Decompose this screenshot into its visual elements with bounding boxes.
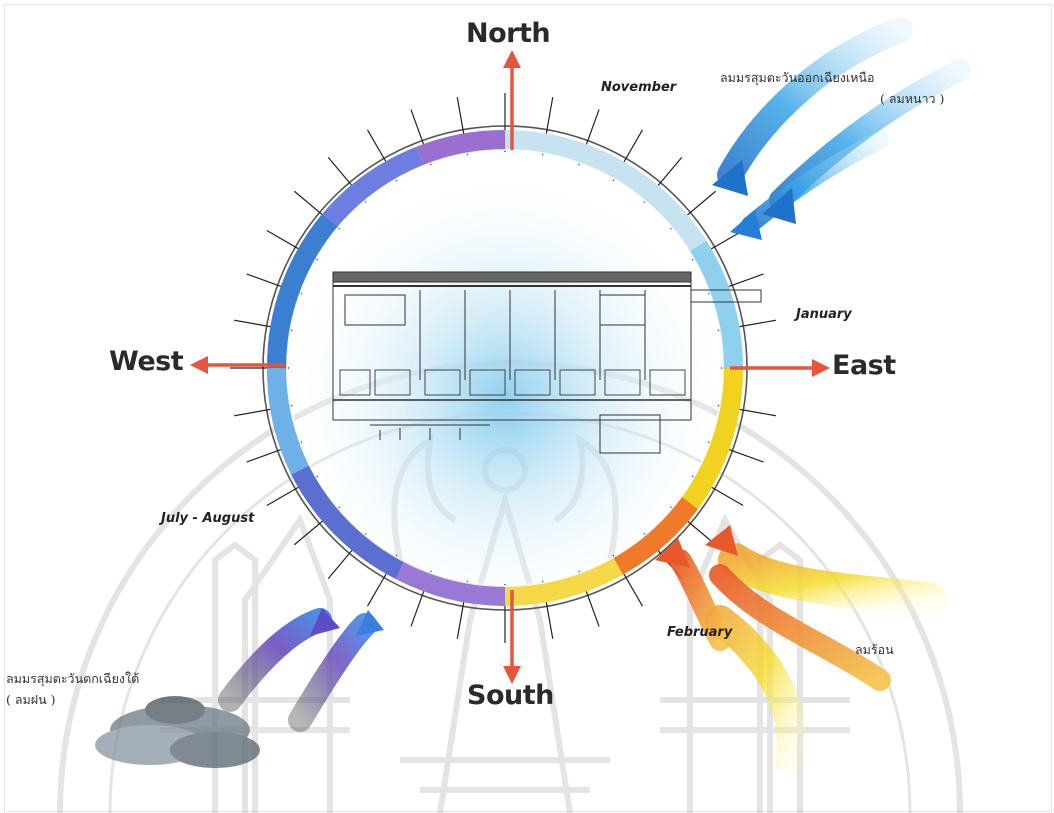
south-label: South [467,680,554,711]
north-label: North [466,18,551,49]
month-label-july-august: July - August [161,511,255,526]
season-ring [266,129,744,606]
building-floor-plan [332,271,762,454]
southwest-wind-icon [218,608,384,732]
southwest-monsoon-sublabel: ( ลมฝน ) [6,692,56,707]
month-label-february: February [667,625,733,640]
page-frame [4,4,1052,812]
cloud-icon [95,696,260,768]
month-label-january: January [796,307,852,322]
northeast-monsoon-sublabel: ( ลมหนาว ) [880,91,945,106]
summer-wind-label: ลมร้อน [855,642,894,657]
northeast-monsoon-label: ลมมรสุมตะวันออกเฉียงเหนือ [720,70,875,85]
east-arrow-icon [730,359,830,377]
west-label: West [109,346,184,377]
north-arrow-icon [503,50,521,150]
northeast-wind-icon [712,17,971,240]
east-label: East [832,350,896,381]
southwest-monsoon-label: ลมมรสุมตะวันตกเฉียงใต้ [6,671,140,686]
south-arrow-icon [503,590,521,684]
west-arrow-icon [190,356,285,374]
month-label-november: November [601,80,677,95]
summer-wind-icon [655,525,947,775]
